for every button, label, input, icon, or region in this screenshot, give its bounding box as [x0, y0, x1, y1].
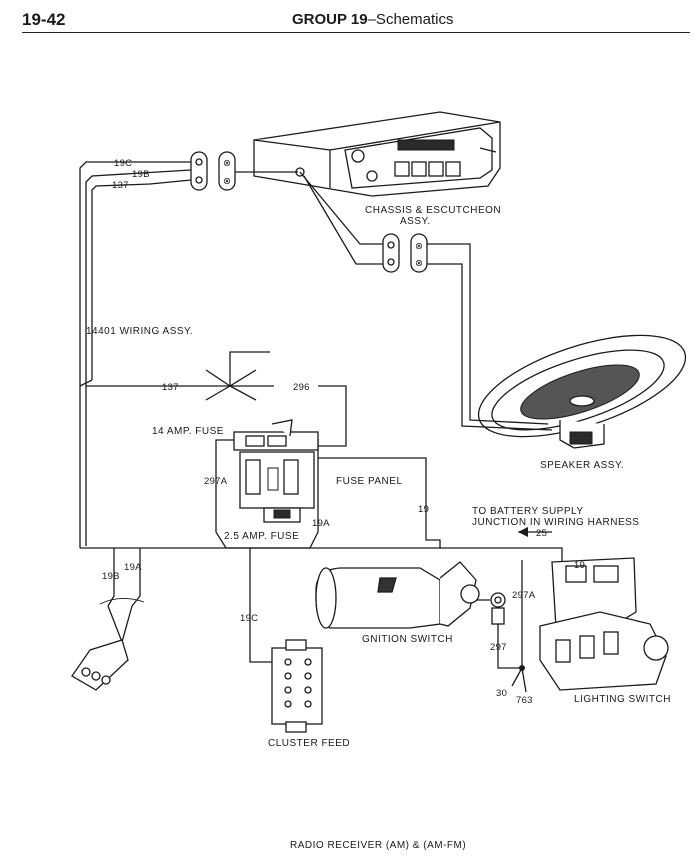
wire-19b-left: 19B [102, 571, 120, 582]
battery-arrow [518, 527, 528, 537]
cluster-feed-connector [271, 639, 323, 733]
wiring-assy-label: 14401 WIRING ASSY. [86, 326, 193, 337]
group-title: GROUP 19–Schematics [292, 11, 453, 28]
wire-19-right: 19 [418, 504, 429, 515]
wire-137-top: 137 [112, 180, 129, 191]
cluster-label: CLUSTER FEED [268, 738, 350, 749]
battery-label-1: TO BATTERY SUPPLY [472, 506, 584, 517]
wire-297: 297 [490, 642, 507, 653]
ignition-label: GNITION SWITCH [362, 634, 453, 645]
connector-speaker: ⊗⊗ [382, 233, 428, 273]
ignition-switch [315, 561, 506, 629]
speaker-assembly [477, 334, 687, 449]
wire-19b-top: 19B [132, 169, 150, 180]
wire-30: 30 [496, 688, 507, 699]
svg-text:⊗: ⊗ [223, 176, 231, 187]
wire-763: 763 [516, 695, 533, 706]
footer-caption: RADIO RECEIVER (AM) & (AM-FM) [290, 840, 466, 851]
svg-text:⊗: ⊗ [415, 258, 423, 269]
fuse-panel [215, 419, 319, 549]
radio-chassis [253, 111, 501, 197]
lighting-label: LIGHTING SWITCH [574, 694, 671, 705]
wire-19-light: 19 [574, 560, 585, 571]
chassis-label: CHASSIS & ESCUTCHEON [365, 205, 501, 216]
wire-25: 25 [536, 528, 547, 539]
page-number: 19-42 [22, 10, 66, 29]
fuse-14-label: 14 AMP. FUSE [152, 426, 224, 437]
wire-137-mid: 137 [162, 382, 179, 393]
wire-19a-fuse: 19A [312, 518, 330, 529]
bullet-connector [71, 639, 129, 691]
wire-19c-cluster: 19C [240, 613, 258, 624]
wire-19c-top: 19C [114, 158, 132, 169]
svg-text:⊗: ⊗ [415, 241, 423, 252]
svg-text:⊗: ⊗ [223, 158, 231, 169]
wire-297a-fuse: 297A [204, 476, 228, 487]
group-subtitle: –Schematics [367, 11, 454, 28]
speaker-label: SPEAKER ASSY. [540, 460, 624, 471]
wire-19a-left: 19A [124, 562, 142, 573]
lighting-switch [539, 557, 669, 691]
chassis-label-2: ASSY. [400, 216, 431, 227]
connector-top: ⊗⊗ [190, 151, 236, 191]
page-header: 19-42 GROUP 19–Schematics [22, 0, 690, 33]
fuse-panel-label: FUSE PANEL [336, 476, 403, 487]
wire-297a-ign: 297A [512, 590, 536, 601]
fuse-2-5-label: 2.5 AMP. FUSE [224, 531, 299, 542]
battery-label-2: JUNCTION IN WIRING HARNESS [472, 517, 639, 528]
wire-296: 296 [293, 382, 310, 393]
group-name: GROUP 19 [292, 11, 368, 28]
